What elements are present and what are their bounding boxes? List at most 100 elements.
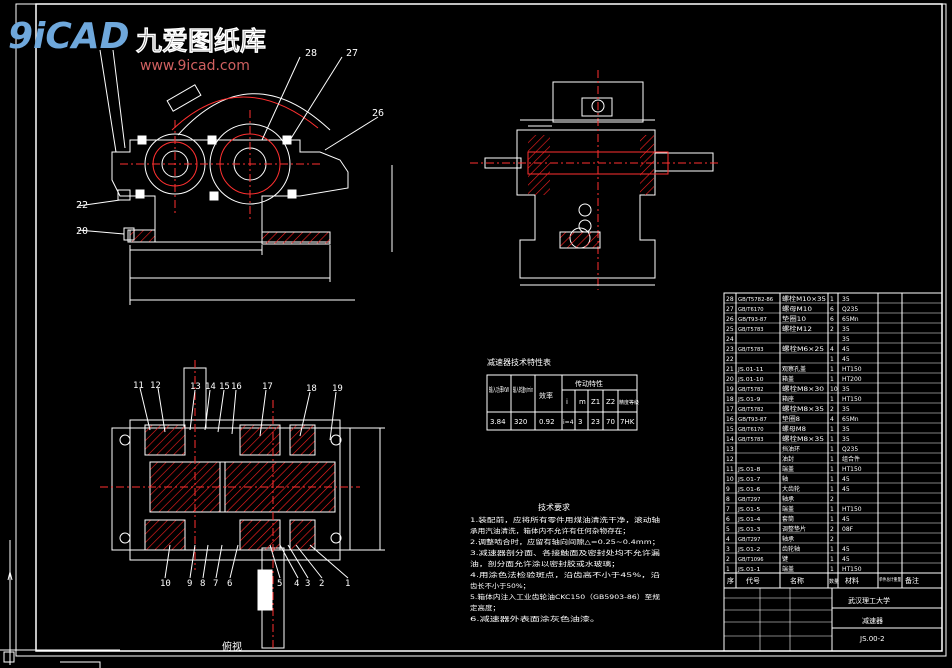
spec-subheader: m [579, 398, 586, 406]
plan-view-labels: 11 12 13 14 15 16 17 18 19 10 9 8 7 6 5 … [133, 381, 350, 653]
title-header: 数量 [829, 578, 839, 585]
parts-cell-no: 24 [726, 336, 734, 343]
parts-cell-qty: 1 [830, 566, 834, 573]
part-label: 14 [205, 382, 216, 392]
parts-cell-material: 组合件 [842, 455, 860, 463]
parts-cell-no: 18 [726, 396, 734, 403]
part-label: 5 [277, 579, 282, 589]
part-label: 17 [262, 382, 273, 392]
parts-cell-code: GB/T5783 [738, 347, 764, 353]
part-label: 9 [187, 579, 192, 589]
parts-cell-code: GB/T6170 [738, 427, 764, 433]
parts-cell-material: Q235 [842, 446, 858, 453]
spec-cell: 70 [606, 418, 615, 426]
parts-cell-material: HT150 [842, 396, 862, 403]
parts-cell-code: JS.01-9 [737, 397, 761, 403]
parts-cell-name: 垫圈10 [782, 315, 806, 323]
parts-cell-material: 35 [842, 406, 850, 413]
tech-line: 4.用涂色法检验斑点，沿齿高不小于45%，沿 [470, 570, 661, 579]
parts-cell-code: JS.01-10 [737, 377, 764, 383]
parts-cell-no: 10 [726, 476, 734, 483]
parts-cell-qty: 1 [830, 506, 834, 513]
parts-cell-qty: 1 [830, 486, 834, 493]
parts-cell-code: GB/T297 [738, 497, 761, 503]
parts-cell-code: JS.01-1 [737, 567, 761, 573]
school-name: 武汉理工大学 [848, 596, 890, 605]
parts-cell-name: 轴承 [782, 535, 794, 543]
part-label: 12 [150, 381, 161, 391]
parts-cell-name: 端盖 [782, 565, 794, 573]
parts-cell-name: 端盖 [782, 465, 794, 473]
parts-cell-qty: 1 [830, 366, 834, 373]
parts-cell-no: 1 [726, 566, 730, 573]
parts-cell-code: JS.01-11 [737, 367, 764, 373]
parts-cell-no: 28 [726, 296, 734, 303]
parts-cell-qty: 1 [830, 556, 834, 563]
tech-line: 1.装配前，应将所有零件用煤油清洗干净，滚动轴 [470, 515, 661, 524]
parts-cell-no: 21 [726, 366, 734, 373]
side-view [470, 70, 720, 290]
parts-cell-material: 65Mn [842, 316, 859, 323]
site-url: www.9icad.com [140, 58, 250, 74]
parts-cell-name: 箱盖 [782, 375, 794, 383]
spec-subheader: Z2 [606, 398, 615, 406]
parts-cell-no: 6 [726, 516, 730, 523]
parts-cell-name: 观察孔盖 [782, 365, 806, 373]
parts-cell-material: HT150 [842, 366, 862, 373]
parts-cell-name: 螺栓M8×35 [782, 405, 824, 413]
parts-cell-name: 螺栓M6×25 [782, 345, 824, 353]
parts-cell-qty: 1 [830, 376, 834, 383]
parts-cell-qty: 1 [830, 426, 834, 433]
spec-subheader: Z1 [591, 398, 600, 406]
parts-cell-qty: 1 [830, 476, 834, 483]
parts-cell-code: GB/T297 [738, 537, 761, 543]
parts-cell-no: 22 [726, 356, 734, 363]
parts-cell-code: GB/T6170 [738, 307, 764, 313]
spec-cell: 3 [578, 418, 582, 426]
parts-cell-code: JS.01-6 [737, 487, 761, 493]
spec-cell: 320 [514, 418, 527, 426]
parts-cell-no: 15 [726, 426, 734, 433]
tech-requirements: 技术要求 1.装配前，应将所有零件用煤油清洗干净，滚动轴 承用汽油清洗，箱体内不… [470, 502, 661, 623]
spec-header: 传动特性 [575, 379, 603, 388]
drawing-name: 减速器 [862, 616, 883, 625]
parts-cell-name: 螺母M8 [782, 425, 806, 433]
parts-cell-name: 螺栓M8×35 [782, 435, 824, 443]
parts-cell-material: 35 [842, 436, 850, 443]
parts-cell-code: JS.01-3 [737, 527, 761, 533]
parts-cell-material: 65Mn [842, 416, 859, 423]
part-label: 1 [345, 579, 350, 589]
part-label: 3 [305, 579, 310, 589]
parts-cell-material: 45 [842, 476, 850, 483]
parts-cell-no: 16 [726, 416, 734, 423]
tech-line: 油，剖分面允许涂以密封胶或水玻璃； [470, 559, 620, 568]
spec-header: 输入功率KW [489, 385, 509, 394]
parts-cell-name: 键 [782, 555, 788, 563]
parts-cell-name: 螺栓M12 [782, 325, 812, 333]
parts-cell-qty: 6 [830, 316, 834, 323]
spec-cell: 3.84 [490, 418, 506, 426]
parts-cell-qty: 1 [830, 546, 834, 553]
parts-cell-material: HT150 [842, 566, 862, 573]
parts-cell-material: 35 [842, 326, 850, 333]
parts-cell-code: GB/T5783 [738, 327, 764, 333]
tech-line: 承用汽油清洗，箱体内不允许有任何杂物存在； [470, 526, 630, 535]
spec-cell: 7HK [620, 418, 635, 426]
part-label: 16 [231, 382, 242, 392]
parts-cell-no: 5 [726, 526, 730, 533]
parts-cell-name: 轴承 [782, 495, 794, 503]
parts-cell-name: 轴 [782, 475, 788, 483]
parts-cell-qty: 2 [830, 496, 834, 503]
parts-cell-no: 19 [726, 386, 734, 393]
parts-cell-qty: 2 [830, 526, 834, 533]
parts-cell-qty: 1 [830, 436, 834, 443]
title-header: 备注 [905, 576, 919, 585]
parts-cell-material: 35 [842, 426, 850, 433]
parts-cell-name: 齿轮轴 [782, 545, 800, 553]
parts-cell-name: 调整垫片 [782, 525, 806, 533]
part-label: 27 [346, 48, 358, 59]
part-label: 28 [305, 48, 317, 59]
parts-cell-no: 25 [726, 326, 734, 333]
